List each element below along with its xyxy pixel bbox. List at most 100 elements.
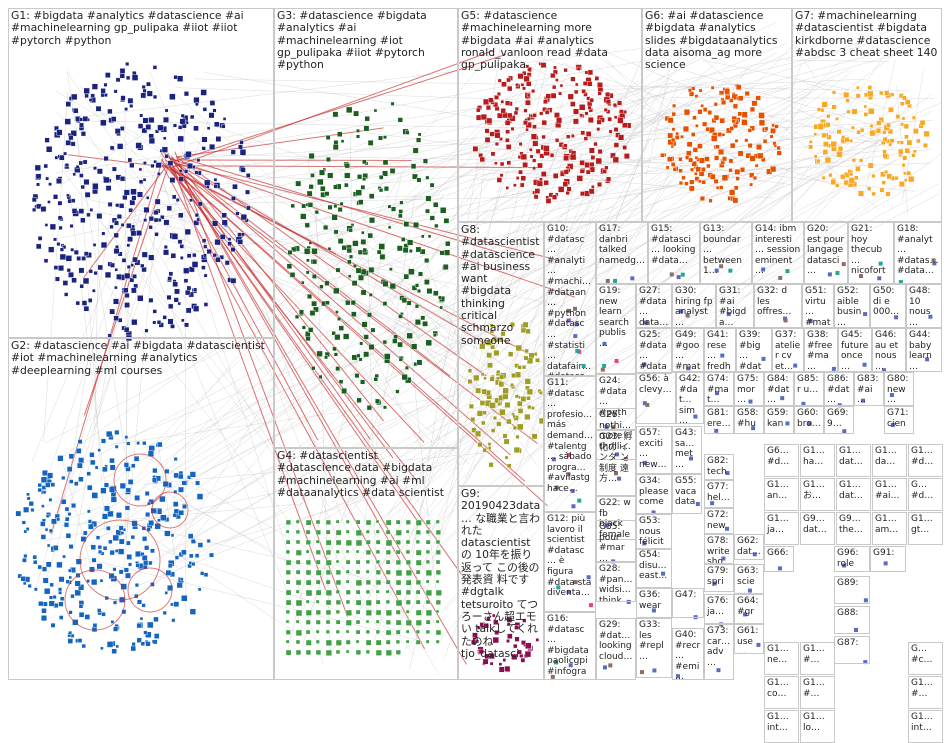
group-label: G84: #dat… (767, 374, 791, 406)
group-box-g83: G83: #ai… (854, 372, 884, 406)
group-box-g69: G69: 9… (824, 406, 854, 434)
group-label: G53: nous félicit… (639, 516, 669, 550)
group-label: G54: disu… east… (639, 550, 669, 582)
group-label: G1… ne… (767, 644, 796, 665)
group-box-small: G1… お… (800, 478, 835, 511)
group-box-g82: G82: tech… (704, 454, 734, 480)
group-box-g20: G20: est pour langage datasci… (804, 222, 848, 284)
group-box-g37: G37: atelier cv et… (772, 328, 804, 372)
group-label: G29: #dat… looking cloud… (599, 620, 633, 662)
group-label: G16: #datasc… #bigdata paolicgpi #infogr… (547, 614, 593, 680)
group-label: G25: #data… #data… (639, 330, 669, 374)
group-box-small: G1… int… (764, 710, 799, 743)
group-box-g47: G47: (672, 588, 704, 618)
group-box-g1: G1: #bigdata #analytics #datascience #ai… (8, 8, 274, 338)
group-label: G8: #datascientist #datascience #ai busi… (461, 224, 541, 347)
group-label: G42: #dat… sim… (679, 374, 701, 424)
group-box-g34: G34: please come… (636, 474, 672, 514)
group-box-g2: G2: #datascience #ai #bigdata #datascien… (8, 338, 274, 680)
group-label: G38: #free #ma… (807, 330, 835, 372)
group-box-g79: G79: spri… (704, 564, 734, 592)
group-label: G62: dat… (737, 536, 761, 557)
group-label: G12: più lavoro il scientist #datasc… è … (547, 514, 593, 599)
group-label: G37: atelier cv et… (775, 330, 801, 372)
group-label: G58: #hu… (737, 408, 761, 434)
group-label: G86: #dat… (827, 374, 851, 406)
group-label: G6: #ai #datascience #bigdata #analytics… (645, 10, 789, 71)
group-label: G1: #bigdata #analytics #datascience #ai… (11, 10, 271, 47)
group-label: G1… #… (803, 644, 832, 665)
group-label: G35: pour #mar… (599, 522, 633, 562)
group-label: G47: (675, 590, 701, 601)
group-label: G32: d les offres… (757, 286, 799, 318)
group-box-small: G… #c… (908, 642, 943, 675)
group-label: G7: #machinelearning #datascientist #big… (795, 10, 939, 59)
group-label: G51: virtu… #mat… (805, 286, 831, 328)
group-label: G9: 20190423data… な職業と言われた datascientist… (461, 488, 541, 660)
group-label: G61: use… (737, 626, 761, 654)
group-label: G73: car… adv… (707, 626, 731, 668)
group-label: G63: scie… (737, 566, 761, 594)
group-box-g30: G30: hiring fp analyst… (672, 284, 716, 328)
group-box-g14: G14: ibm interesti… session eminent… (752, 222, 804, 284)
group-box-small: G1… dat… (836, 478, 871, 511)
group-box-g66: G66: (764, 546, 794, 572)
group-label: G75: mor… (737, 374, 761, 406)
group-box-g23: G23: 孵化の インタ ン制度 遠方… (596, 430, 636, 496)
group-box-small: G1… ha… (800, 444, 835, 477)
group-box-g76: G76: ja… (704, 594, 734, 624)
group-label: G1… #d… (911, 446, 940, 467)
group-box-g44: G44: baby learn… (906, 328, 942, 372)
group-box-g21: G21: hoy thecub… nicofort… (848, 222, 894, 284)
group-box-small: G9… dat… (800, 512, 835, 545)
group-box-small: G1… gt… (908, 512, 943, 545)
group-label: G1… int… (767, 712, 796, 733)
group-box-g80: G80: new… (884, 372, 914, 406)
group-label: G10: #datasc… #analyti… #machi… #dataan…… (547, 224, 593, 376)
group-box-g96: G96: role (834, 546, 870, 572)
group-label: G30: hiring fp analyst… (675, 286, 713, 328)
group-label: G14: ibm interesti… session eminent… (755, 224, 801, 277)
group-box-g41: G41: rese… fredh… (704, 328, 736, 372)
group-box-g52: G52: aible busin… (834, 284, 870, 328)
group-label: G72: new… (707, 510, 731, 534)
group-label: G64: #gr… (737, 596, 761, 624)
group-box-g29: G29: #dat… looking cloud… (596, 618, 636, 680)
group-label: G33: les #repl… (639, 620, 669, 662)
group-label: G5: #datascience #machinelearning more #… (461, 10, 639, 71)
group-box-g28: G28: #pan… widsi… think… (596, 562, 636, 602)
group-label: G27: #data… data… (639, 286, 669, 328)
group-box-g40: G40: #recr… #emi… (672, 628, 704, 680)
group-label: G1… lo… (803, 712, 832, 733)
group-label: G6… #d… (767, 446, 796, 467)
group-label: G34: please come… (639, 476, 669, 514)
group-label: G1… お… (803, 480, 832, 501)
group-box-small: G1… ja… (764, 512, 799, 545)
group-box-g7: G7: #machinelearning #datascientist #big… (792, 8, 942, 222)
group-box-g73: G73: car… adv… (704, 624, 734, 680)
group-box-g72: G72: new… (704, 508, 734, 534)
group-box-g61: G61: use… (734, 624, 764, 654)
group-box-g32: G32: d les offres… (754, 284, 802, 328)
group-label: G13: boundar… between 1… (703, 224, 749, 277)
group-label: G… #c… (911, 644, 940, 665)
group-box-g45: G45: future once… (838, 328, 872, 372)
group-box-g62: G62: dat… (734, 534, 764, 560)
group-label: G31: #ai #bigda… (719, 286, 751, 328)
group-label: G81: ere… (707, 408, 731, 429)
group-box-small: G1… int… (908, 710, 943, 743)
group-box-small: G1… #… (800, 676, 835, 709)
group-box-g4: G4: #datascientist #datascience data #bi… (274, 448, 458, 680)
group-label: G18: #analyt… #datas… #data… (897, 224, 939, 277)
group-label: G9… the… (839, 514, 868, 535)
group-box-small: G1… dat… (836, 444, 871, 477)
group-label: G… #d… (911, 480, 940, 501)
group-box-g63: G63: scie… (734, 564, 764, 594)
group-box-g88: G88: (834, 606, 870, 634)
group-box-small: G1… an… (764, 478, 799, 511)
group-box-g74: G74: #mat… (704, 372, 734, 406)
group-label: G1… co… (767, 678, 796, 699)
group-label: G76: ja… (707, 596, 731, 617)
group-label: G89: (837, 578, 867, 589)
group-box-g48: G48: 10 nous… (906, 284, 942, 328)
